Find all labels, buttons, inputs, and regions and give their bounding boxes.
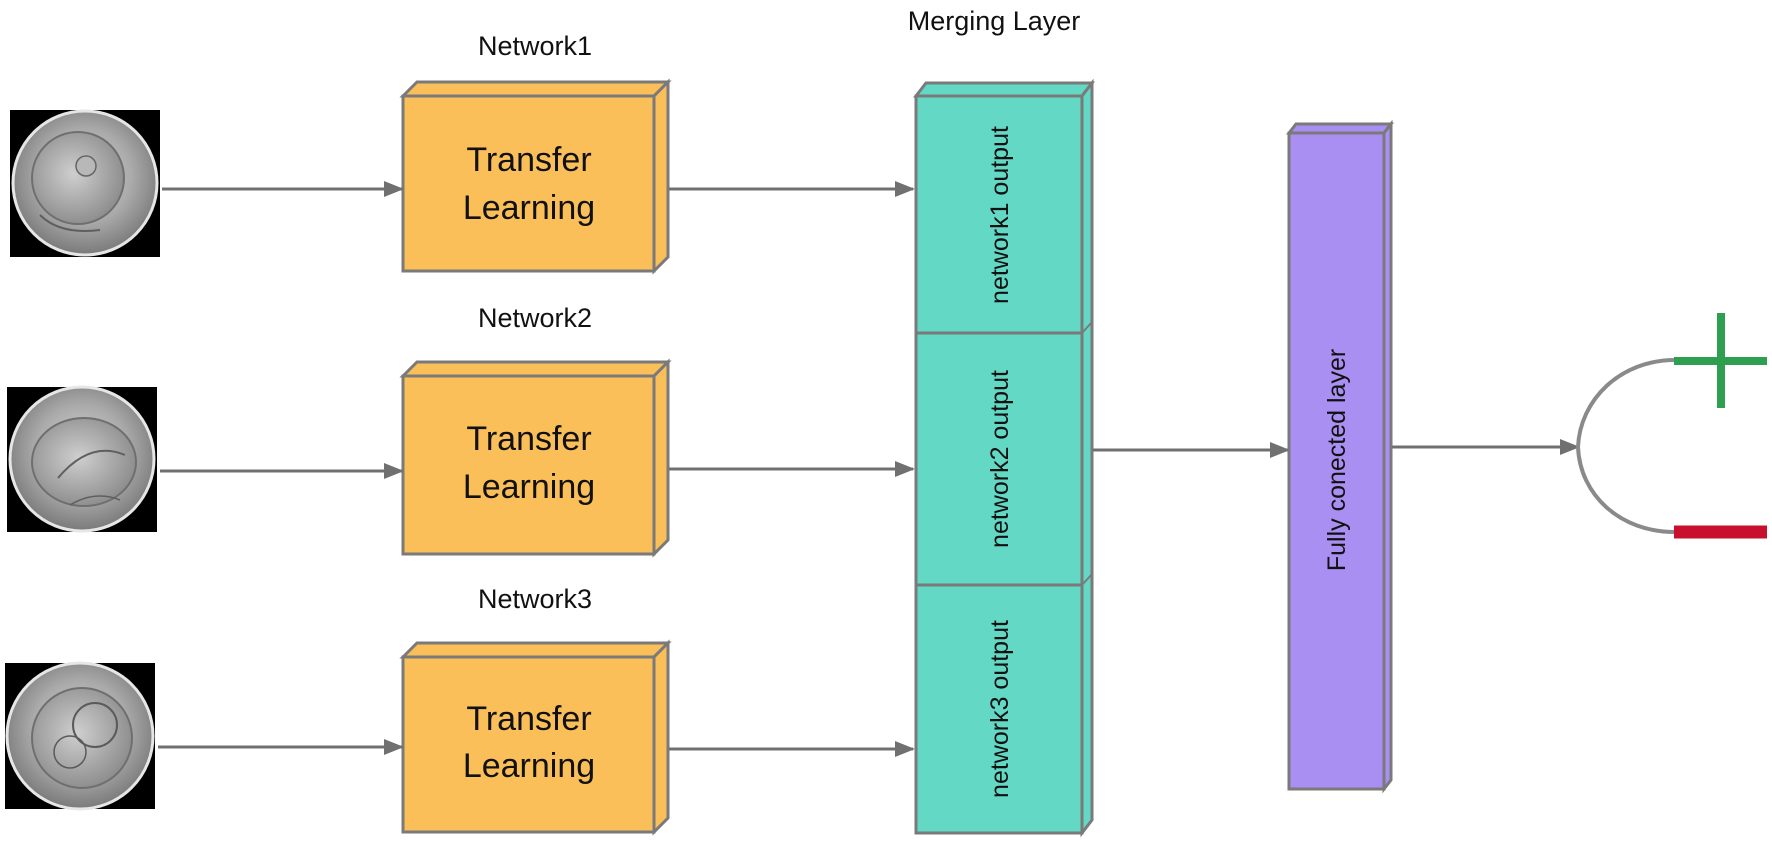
transfer-learning-box-3: Transfer Learning (399, 639, 672, 836)
transfer-learning-box-1: Transfer Learning (399, 78, 672, 275)
transfer-label-1a: Transfer (466, 141, 591, 179)
merge-output-2: network2 output (986, 370, 1014, 548)
output-branch-arc (1575, 358, 1676, 534)
transfer-label-3b: Learning (463, 747, 595, 785)
transfer-label-2b: Learning (463, 468, 595, 506)
embryo-image-3 (5, 661, 155, 811)
transfer-label-1b: Learning (463, 189, 595, 227)
transfer-label-3a: Transfer (466, 700, 591, 738)
embryo-image-2 (7, 385, 157, 533)
merge-output-3: network3 output (986, 620, 1014, 798)
embryo-image-1 (10, 109, 160, 257)
transfer-label-2a: Transfer (466, 420, 591, 458)
merging-layer-title: Merging Layer (908, 6, 1081, 36)
plus-icon (1674, 313, 1767, 408)
network-3-title: Network3 (478, 584, 592, 614)
merge-output-1: network1 output (986, 126, 1014, 304)
network-1-title: Network1 (478, 31, 592, 61)
transfer-learning-box-2: Transfer Learning (399, 358, 672, 558)
fc-layer-label: Fully conected layer (1323, 349, 1351, 571)
fully-connected-layer: Fully conected layer (1285, 119, 1395, 794)
network-2-title: Network2 (478, 303, 592, 333)
merging-layer: network1 output network2 output network3… (912, 78, 1096, 838)
